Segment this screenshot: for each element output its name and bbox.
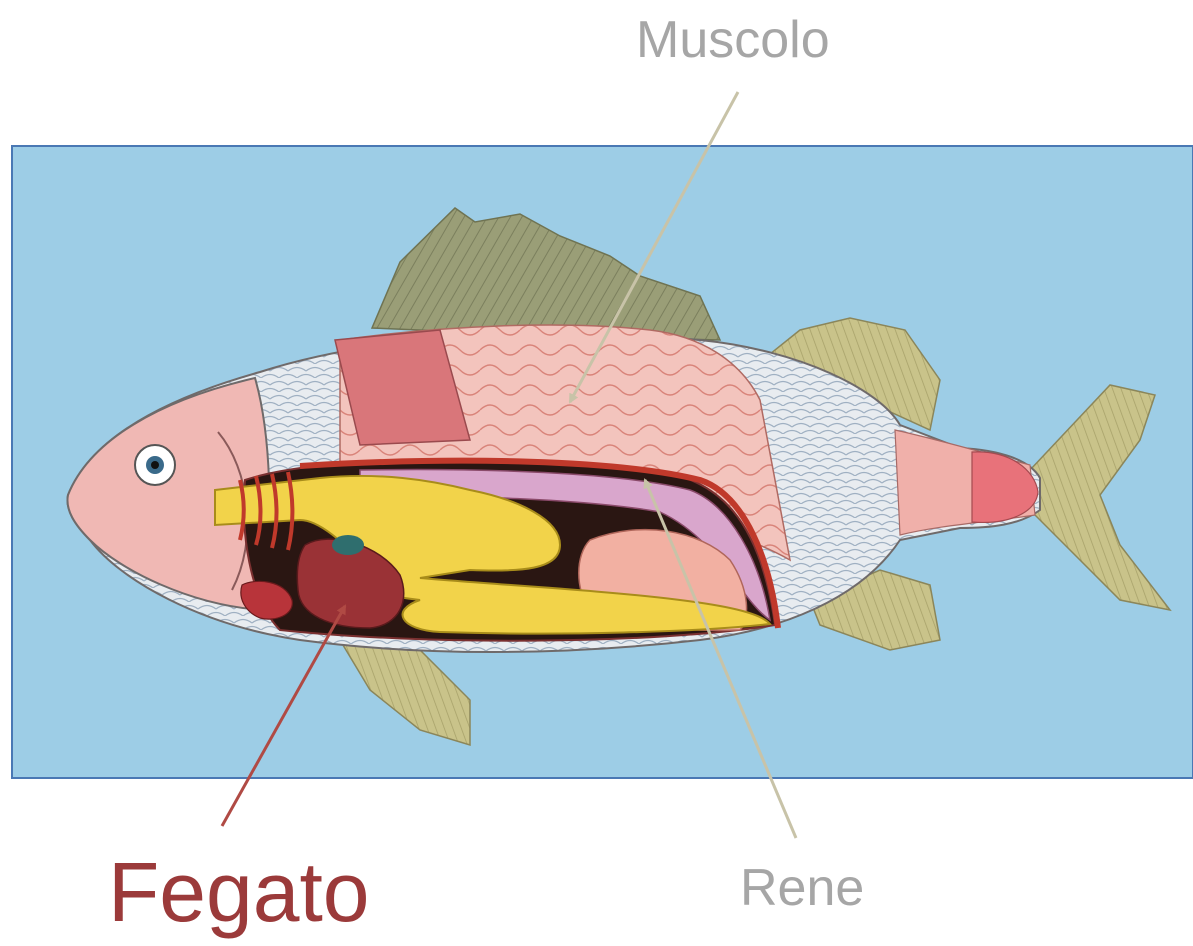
label-fegato: Fegato	[108, 850, 370, 934]
label-rene: Rene	[740, 862, 864, 914]
gallbladder	[332, 535, 364, 555]
label-muscolo: Muscolo	[636, 14, 830, 66]
